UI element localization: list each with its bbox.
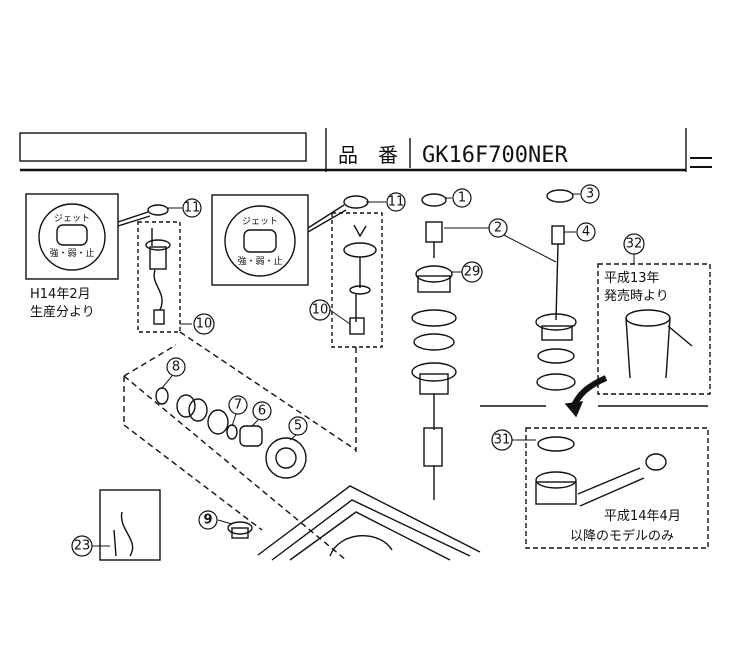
note-lower-2: 以降のモデルのみ [570,528,674,544]
box-31 [480,405,709,549]
callout-32: 32 [626,237,643,252]
callout-5-ring [288,416,308,436]
callout-11-left: 11 [184,201,201,216]
callout-5: 5 [294,419,302,434]
callout-8-ring [166,357,186,377]
drain-column-left [411,193,457,500]
bathtub-outline [257,485,481,561]
note-lower-1: 平成14年4月 [604,509,681,524]
callout-7: 7 [234,398,242,413]
callout-11-middle-ring [386,192,406,212]
note-right-2: 発売時より [604,288,669,304]
callout-31-ring [491,429,513,451]
popup-assembly-left [137,204,181,333]
callout-2-ring [488,218,508,238]
callout-23: 23 [74,539,91,554]
callout-1: 1 [458,191,466,206]
drain-column-right [535,189,608,418]
callout-4-ring [576,222,596,242]
jet-panel-middle [211,194,347,286]
callout-11-middle: 11 [388,195,405,210]
callout-1-ring [452,188,472,208]
callout-31: 31 [494,433,511,448]
jet-label-middle: ジェット [242,217,278,227]
note-left-2: 生産分より [30,304,95,320]
callout-10-middle-ring [309,299,331,321]
callout-6: 6 [258,404,266,419]
callout-29: 29 [464,265,481,280]
callout-23-ring [71,535,93,557]
leader-lines [92,193,635,547]
hinban-label: 品 番 [338,143,398,167]
note-left-1: H14年2月 [30,287,91,302]
part-9 [227,521,253,539]
callout-2: 2 [494,221,502,236]
model-number: GK16F700NER [422,143,568,168]
jet-label-left: ジェット [54,214,90,224]
note-right-1: 平成13年 [604,271,660,286]
callout-10-left-ring [193,313,215,335]
part-23-sheet [99,489,161,561]
guide-lines [123,331,357,561]
jet-panel-left [25,193,151,280]
callout-8: 8 [172,360,180,375]
callout-6-ring [252,401,272,421]
callout-9-ring [198,510,218,530]
callout-3: 3 [586,187,594,202]
box-32 [597,263,711,395]
callout-32-ring [623,233,645,255]
callout-7-ring [228,395,248,415]
callout-4: 4 [582,225,590,240]
callout-10-left: 10 [196,317,213,332]
popup-assembly-middle [331,195,383,348]
jet-modes-left: 強・弱・止 [49,247,94,259]
jet-modes-middle: 強・弱・止 [237,255,282,267]
callout-10-middle: 10 [312,303,329,318]
callout-11-left-ring [182,198,202,218]
callout-3-ring [580,184,600,204]
header-bar [19,128,712,172]
callout-29-ring [461,261,483,283]
callout-9: 9 [203,513,212,528]
